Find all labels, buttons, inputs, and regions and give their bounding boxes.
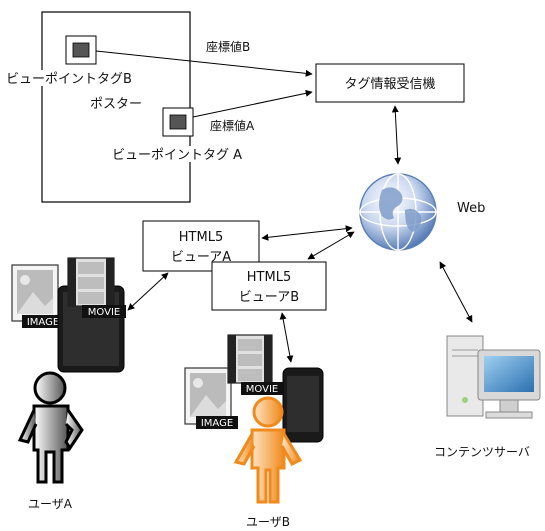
receiver-web-arrow: [391, 105, 402, 165]
viewer-a-device-arrow: [127, 272, 169, 311]
coord-a-arrow: [192, 89, 313, 118]
user-b-media: IMAGE MOVIE: [184, 334, 324, 443]
movie-badge-a-text: MOVIE: [88, 307, 120, 318]
viewer-b-line1: HTML5: [247, 270, 291, 285]
viewer-a-line2: ビューアA: [171, 250, 231, 265]
movie-badge-b-text: MOVIE: [246, 384, 278, 395]
globe-icon: [359, 173, 437, 251]
poster-label: ポスター: [90, 97, 142, 112]
user-a-figure: [17, 371, 84, 484]
receiver-box: [315, 63, 465, 103]
user-b-label: ユーザB: [246, 515, 290, 529]
tag-a-icon: [169, 114, 187, 130]
tag-b-label: ビューポイントタグB: [6, 72, 132, 87]
viewer-b-device-arrow: [279, 312, 294, 363]
user-a-label: ユーザA: [28, 497, 73, 511]
image-badge-b-text: IMAGE: [201, 418, 233, 429]
server-label: コンテンツサーバ: [434, 445, 530, 459]
movie-badge-b: [241, 382, 283, 395]
tag-a-label: ビューポイントタグ A: [112, 148, 242, 163]
tag-b-icon: [72, 42, 90, 58]
tag-a-label-bg: [108, 146, 268, 162]
viewer-a-line1: HTML5: [179, 230, 223, 245]
viewer-b-line2: ビューアB: [239, 290, 299, 305]
user-b-figure: [233, 396, 303, 504]
user-a-media: IMAGE MOVIE: [11, 257, 126, 373]
image-badge-a: [22, 315, 64, 328]
coord-b-arrow: [95, 50, 313, 77]
viewer-b-box: [211, 261, 327, 311]
tag-b-label-bg: [2, 70, 152, 86]
movie-badge-a: [82, 305, 126, 318]
receiver-label: タグ情報受信機: [344, 77, 435, 92]
server-icon: [446, 335, 541, 419]
receiver: タグ情報受信機: [315, 63, 465, 103]
web-label: Web: [457, 201, 485, 216]
coord-a-label: 座標値A: [210, 118, 255, 133]
poster: ビューポイントタグB ポスター ビューポイントタグ A: [2, 11, 268, 203]
image-badge-a-text: IMAGE: [27, 317, 59, 328]
coord-b-label: 座標値B: [206, 39, 250, 54]
viewer-b: HTML5 ビューアB: [211, 261, 327, 311]
image-badge-b: [196, 416, 238, 429]
viewer-b-web-arrow: [307, 231, 355, 260]
viewer-a-web-arrow: [261, 225, 353, 241]
web-server-arrow: [439, 261, 473, 323]
